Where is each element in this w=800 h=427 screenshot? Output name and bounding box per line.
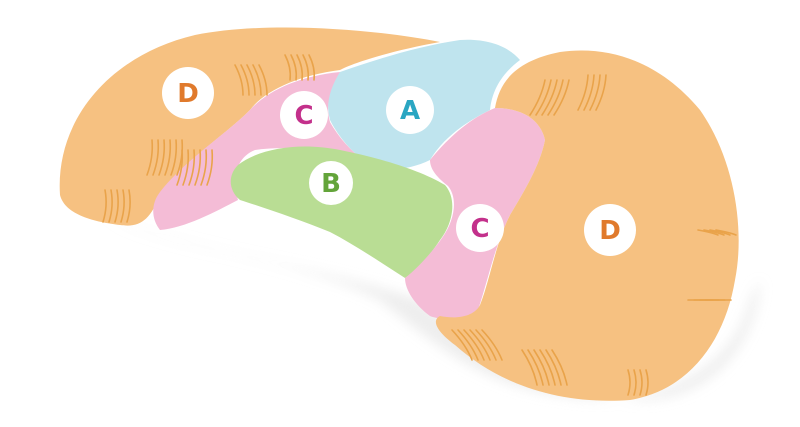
- texture-stroke: [481, 329, 503, 361]
- label-c-lower-text: C: [470, 214, 489, 244]
- texture-stroke: [308, 54, 316, 81]
- texture-stroke: [170, 139, 178, 176]
- texture-stroke: [302, 54, 310, 81]
- texture-stroke: [240, 64, 250, 96]
- label-d-left-text: D: [177, 79, 199, 109]
- texture-stroke: [583, 74, 595, 111]
- texture-stroke: [146, 139, 154, 176]
- texture-stroke: [284, 54, 292, 81]
- label-c-upper-text: C: [294, 101, 313, 131]
- texture-stroke: [541, 79, 558, 116]
- label-c-upper: C: [280, 91, 328, 139]
- texture-stroke: [703, 229, 725, 236]
- zone-labels: D C A B C D: [162, 67, 636, 256]
- texture-stroke: [553, 79, 570, 116]
- label-a: A: [386, 86, 434, 134]
- texture-stroke: [645, 369, 649, 396]
- texture-stroke: [533, 349, 550, 386]
- region-d-left: [59, 27, 440, 226]
- texture-stroke: [114, 189, 119, 223]
- label-d-right: D: [584, 204, 636, 256]
- texture-stroke: [176, 149, 184, 186]
- texture-stroke: [182, 149, 190, 186]
- texture-stroke: [194, 149, 202, 186]
- texture-stroke: [529, 79, 546, 116]
- label-b-text: B: [321, 169, 341, 199]
- texture-stroke: [152, 139, 160, 176]
- label-b: B: [309, 161, 353, 205]
- texture-stroke: [126, 189, 131, 223]
- texture-stroke: [234, 64, 244, 96]
- texture-stroke: [595, 74, 607, 111]
- texture-stroke: [258, 64, 268, 96]
- texture-stroke: [475, 329, 497, 361]
- texture-stroke: [589, 74, 601, 111]
- texture-stroke: [158, 139, 166, 176]
- label-c-lower: C: [456, 204, 504, 252]
- texture-stroke: [206, 149, 214, 186]
- texture-stroke: [577, 74, 589, 111]
- texture-stroke: [709, 229, 731, 236]
- texture-stroke: [246, 64, 256, 96]
- texture-stroke: [296, 54, 304, 81]
- texture-stroke: [164, 139, 172, 176]
- texture-stroke: [535, 79, 552, 116]
- texture-stroke: [545, 349, 562, 386]
- label-d-right-text: D: [599, 216, 621, 246]
- texture-stroke: [451, 329, 473, 361]
- texture-stroke: [715, 229, 737, 236]
- texture-stroke: [188, 149, 196, 186]
- texture-stroke: [252, 64, 262, 96]
- texture-stroke: [521, 349, 538, 386]
- texture-stroke: [102, 189, 107, 223]
- texture-stroke: [639, 369, 643, 396]
- label-a-text: A: [400, 96, 420, 126]
- texture-stroke: [108, 189, 113, 223]
- texture-stroke: [539, 349, 556, 386]
- texture-stroke: [551, 349, 568, 386]
- texture-stroke: [463, 329, 485, 361]
- texture-stroke: [697, 229, 719, 236]
- texture-stroke: [290, 54, 298, 81]
- texture-stroke: [633, 369, 637, 396]
- texture-stroke: [527, 349, 544, 386]
- texture-stroke: [547, 79, 564, 116]
- texture-stroke: [469, 329, 491, 361]
- region-b: [230, 146, 453, 278]
- label-d-left: D: [162, 67, 214, 119]
- texture-stroke: [457, 329, 479, 361]
- texture-stroke: [200, 149, 208, 186]
- texture-stroke: [627, 369, 631, 396]
- texture-stroke: [120, 189, 125, 223]
- tissue-texture: [102, 54, 737, 396]
